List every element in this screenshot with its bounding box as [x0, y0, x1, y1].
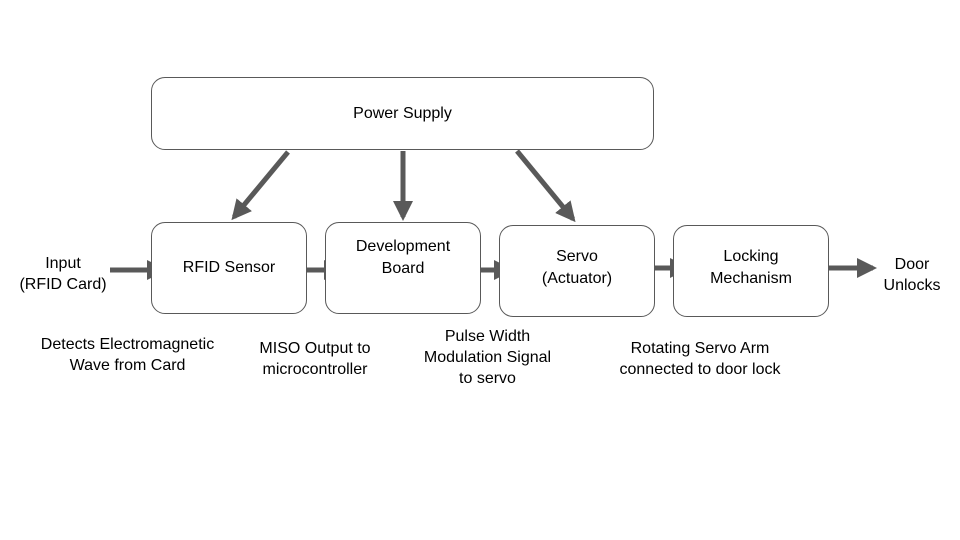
development-board-description: MISO Output to microcontroller	[259, 340, 371, 378]
rfid-description: Detects Electromagnetic Wave from Card	[40, 336, 215, 374]
servo-signal-description: Pulse Width Modulation Signal to servo	[423, 328, 552, 387]
input-label: Input (RFID Card)	[19, 255, 107, 293]
locking-mechanism-box: Locking Mechanism	[673, 225, 829, 317]
locking-mechanism-description: Rotating Servo Arm connected to door loc…	[619, 340, 781, 378]
arrow-power-to-servo	[515, 149, 576, 223]
locking-mechanism-label: Locking Mechanism	[710, 248, 792, 287]
servo-label: Servo (Actuator)	[541, 248, 613, 287]
rfid-sensor-label: RFID Sensor	[182, 259, 276, 276]
servo-box: Servo (Actuator)	[499, 225, 655, 317]
power-supply-label: Power Supply	[353, 104, 452, 122]
arrow-power-to-rfid	[231, 150, 290, 221]
power-supply-box: Power Supply	[151, 77, 654, 150]
door-unlocks-label: Door Unlocks	[883, 256, 941, 294]
development-board-box: Development Board	[325, 222, 481, 314]
rfid-sensor-box: RFID Sensor	[151, 222, 307, 314]
development-board-label: Development Board	[355, 238, 451, 277]
